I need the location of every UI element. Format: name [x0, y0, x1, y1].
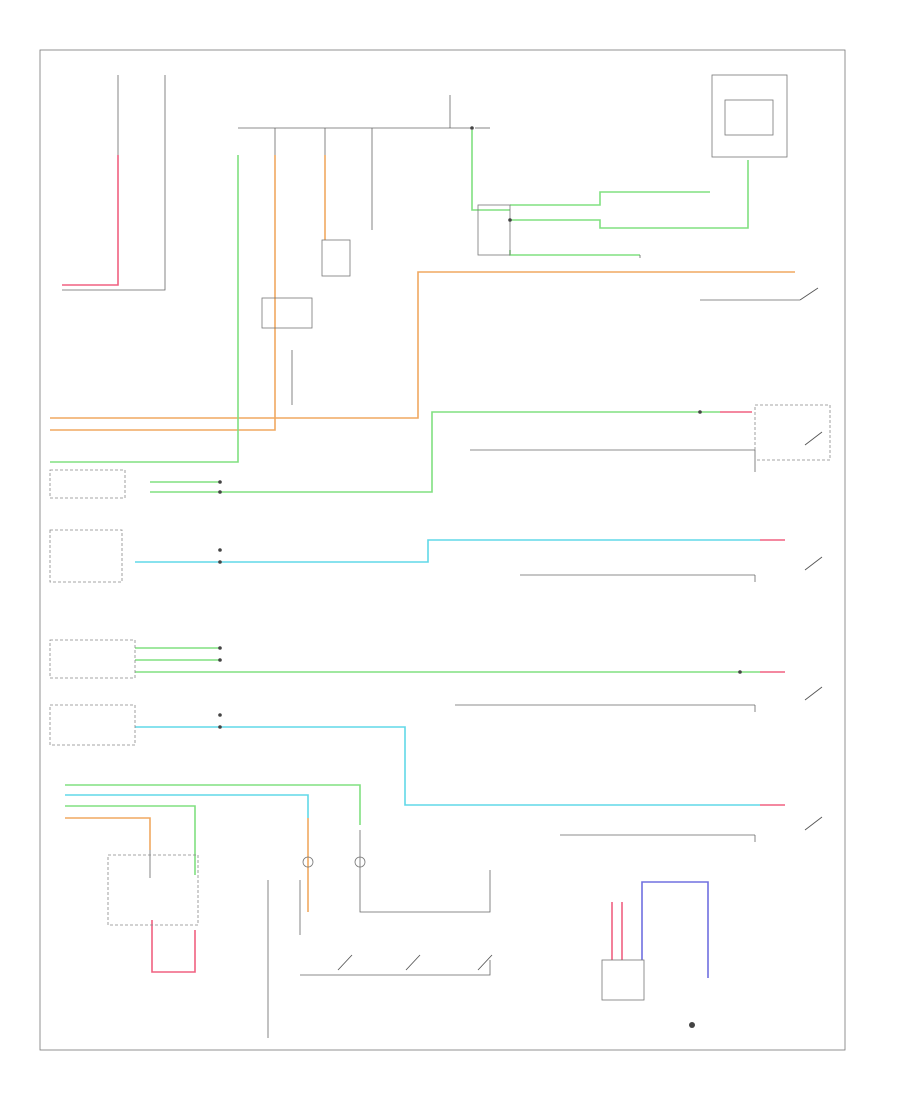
relay-box [321, 239, 351, 277]
switch-rear [804, 686, 823, 701]
green-wire-top-a [471, 130, 510, 211]
front-passenger-window-switch [49, 469, 126, 499]
blue-wires [641, 881, 709, 978]
pink-wire-bottom [151, 920, 196, 973]
right-rear-window-switch-box [49, 529, 123, 583]
connector-dots [218, 126, 742, 729]
diagram-border [39, 49, 846, 1051]
switch-right-rear [804, 556, 823, 571]
green-wire-top-c [510, 160, 749, 229]
switch-bottom-1 [337, 954, 353, 971]
connector-block-box [601, 959, 645, 1001]
switch-top-right [799, 287, 819, 301]
gray-wiring [62, 75, 800, 1038]
green-wires [50, 130, 760, 875]
control-module-box [711, 74, 788, 158]
pink-wires [62, 155, 785, 973]
green-wire-bottom-a [65, 784, 361, 825]
cyan-wire-right-rear [135, 539, 760, 563]
ground-symbol [689, 1022, 695, 1028]
blue-wire [641, 881, 709, 978]
left-rear-window-switch-box [49, 704, 136, 746]
switch-front-passenger [804, 431, 823, 446]
cyan-wire-bottom [65, 794, 309, 818]
switch-left-rear [804, 816, 823, 831]
switch-bottom-3 [477, 954, 493, 971]
cyan-wire-left-rear [135, 726, 760, 806]
fuel-pump-module-box [107, 854, 199, 926]
sensor-left [302, 856, 314, 868]
components [49, 74, 831, 1001]
green-wire-top-d [509, 250, 640, 256]
green-wire-bottom-b [65, 805, 196, 875]
switch-bottom-2 [405, 954, 421, 971]
front-passenger-switch-ref [754, 404, 831, 461]
orange-wires [50, 155, 795, 912]
master-window-switch-box [49, 639, 136, 679]
green-wire-top-b [510, 191, 710, 206]
orange-wire-bottom [65, 817, 151, 850]
control-module-inner [724, 99, 774, 136]
pink-wire-top [62, 155, 119, 286]
orange-wire-left [50, 155, 276, 431]
sensor-right [354, 856, 366, 868]
switches [302, 287, 823, 1028]
splice-box [477, 204, 511, 256]
junction-block-box [261, 297, 313, 329]
green-wire-left [50, 155, 239, 463]
cyan-wires [65, 539, 760, 818]
green-wire-front-pass [150, 411, 720, 493]
orange-wire-top [50, 271, 795, 419]
